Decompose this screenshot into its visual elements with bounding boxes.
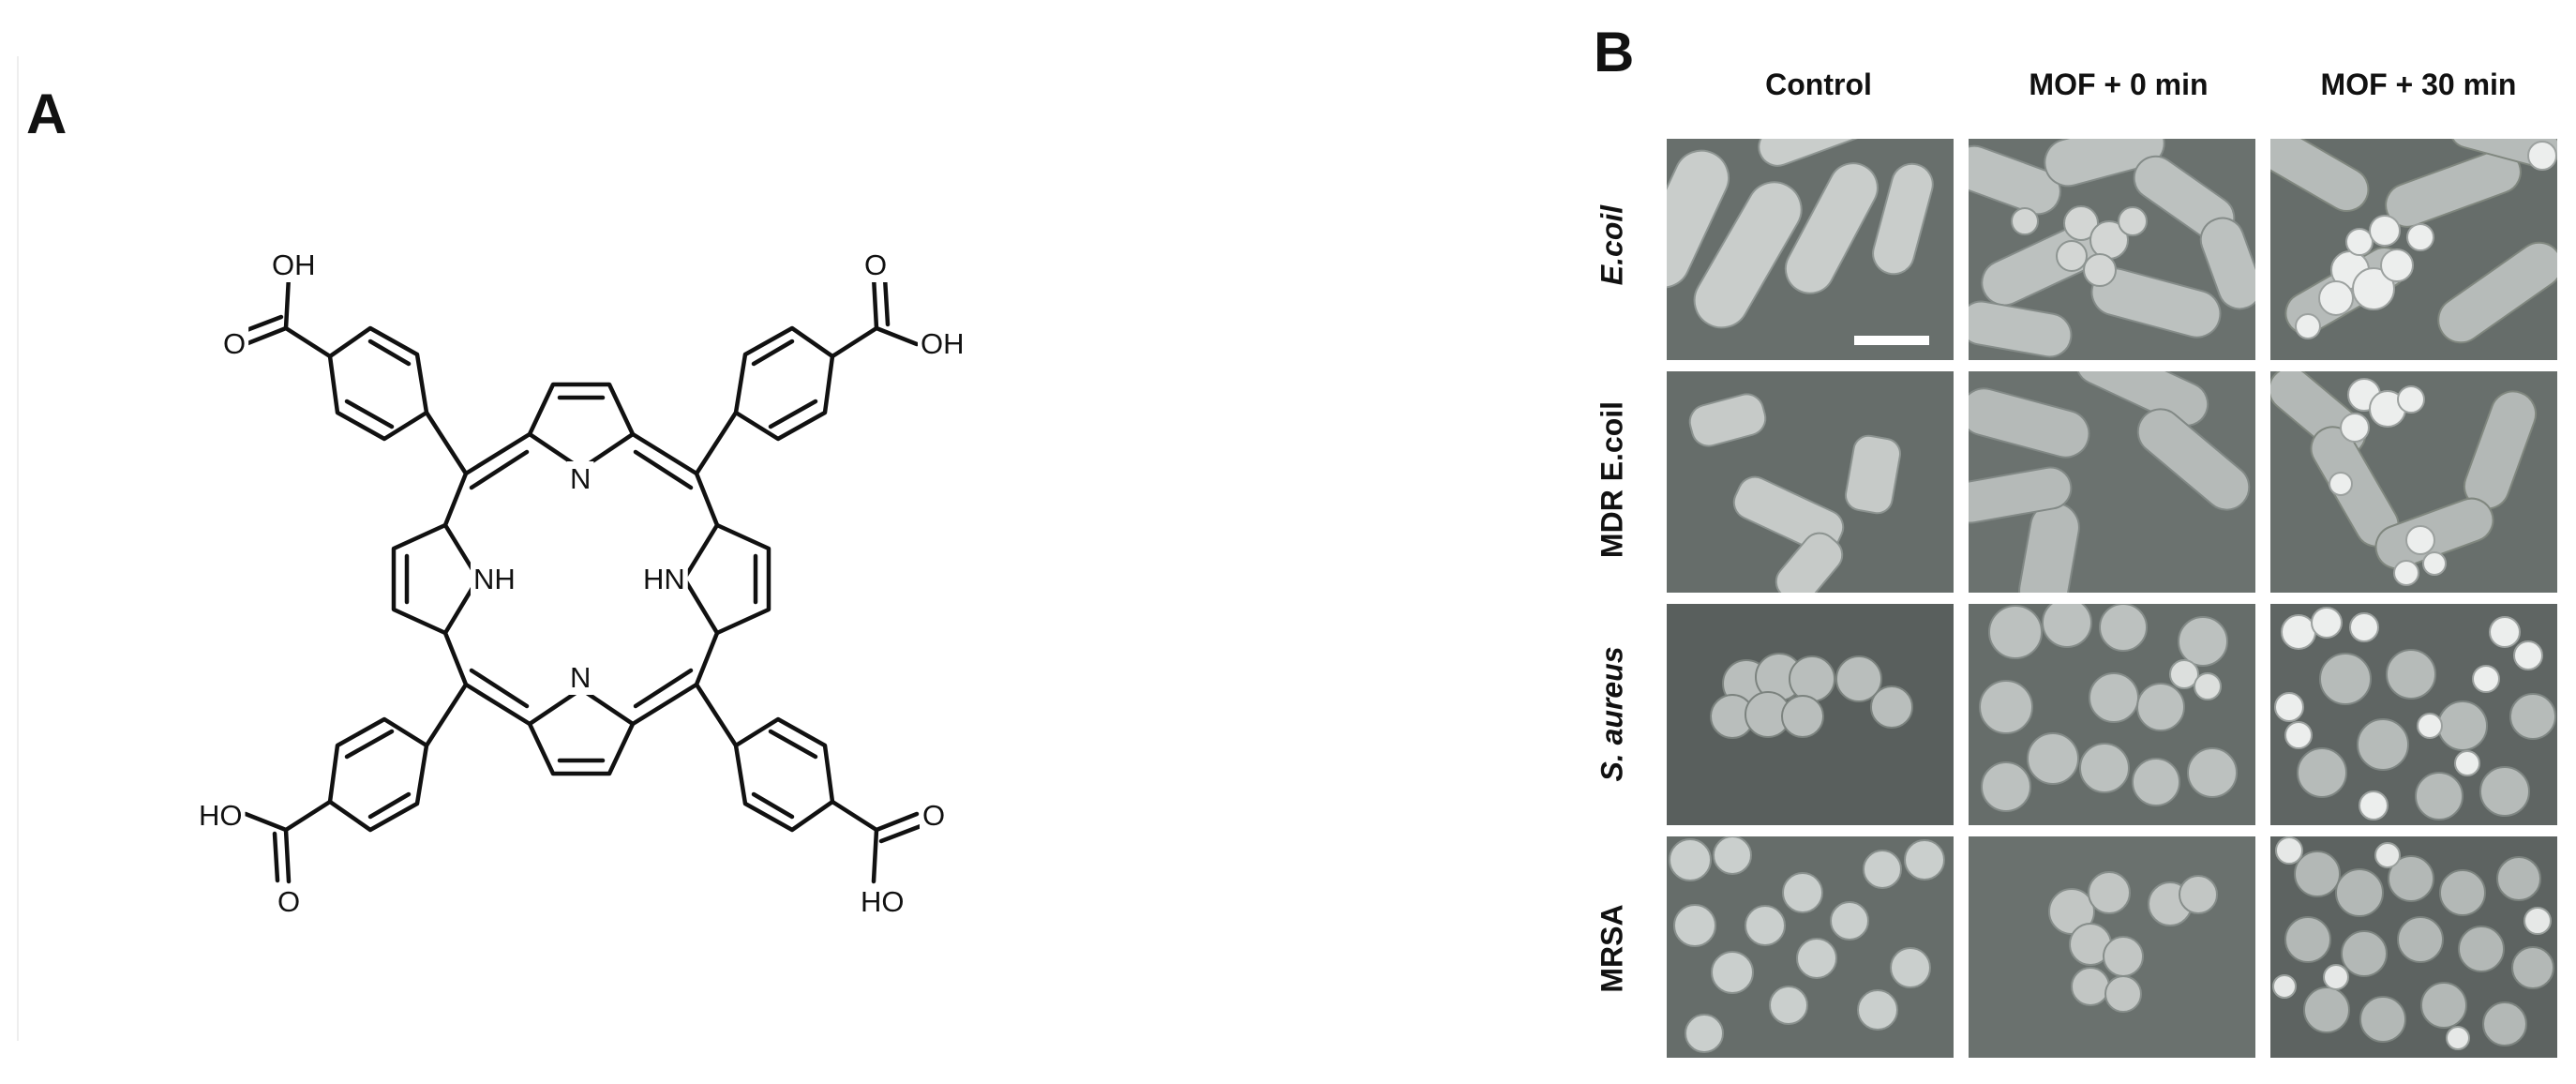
atom-ho-bottom-left: HO bbox=[199, 799, 243, 832]
atom-oh-top-right: OH bbox=[921, 327, 965, 360]
tcpp-structure: N NH HN N OH O O OH HO O O HO bbox=[199, 248, 965, 918]
sem-mdr-ecoli-mof-0 bbox=[1969, 371, 2255, 593]
atom-nh-left: NH bbox=[473, 563, 516, 595]
row-label-s-aureus: S. aureus bbox=[1595, 646, 1629, 782]
atom-o-top-right: O bbox=[864, 248, 887, 281]
atom-hn-right: HN bbox=[643, 563, 685, 595]
atom-o-bottom-right: O bbox=[922, 799, 945, 832]
atom-n-top: N bbox=[570, 462, 591, 495]
sem-mrsa-mof-0 bbox=[1969, 836, 2255, 1058]
sem-s-aureus-control bbox=[1667, 604, 1954, 825]
row-label-ecoli: E.coil bbox=[1595, 204, 1629, 286]
sem-ecoli-mof-30 bbox=[2270, 139, 2557, 360]
scale-bar bbox=[1854, 336, 1929, 345]
panel-b-letter: B bbox=[1594, 21, 1635, 83]
sem-s-aureus-mof-0 bbox=[1969, 604, 2255, 825]
atom-o-bottom-left: O bbox=[277, 885, 300, 918]
atom-oh-top-left: OH bbox=[272, 248, 316, 281]
sem-ecoli-mof-0 bbox=[1969, 139, 2255, 360]
sem-ecoli-control bbox=[1667, 139, 1954, 360]
column-header-mof-30: MOF + 30 min bbox=[2320, 68, 2517, 101]
atom-ho-bottom-right: HO bbox=[861, 885, 905, 918]
panel-a-frame-edge bbox=[17, 56, 19, 1041]
sem-mdr-ecoli-mof-30 bbox=[2270, 371, 2557, 593]
bottom-pyrrole-ring bbox=[527, 686, 636, 776]
sem-mrsa-control bbox=[1667, 836, 1954, 1058]
row-label-mrsa: MRSA bbox=[1595, 904, 1629, 993]
column-header-mof-0: MOF + 0 min bbox=[2029, 68, 2209, 101]
column-header-control: Control bbox=[1765, 68, 1872, 101]
right-pyrrole-ring bbox=[681, 522, 771, 636]
sem-mrsa-mof-30 bbox=[2270, 836, 2557, 1058]
atom-o-top-left: O bbox=[223, 327, 246, 360]
atom-n-bottom: N bbox=[570, 661, 591, 694]
panel-a-letter: A bbox=[26, 83, 67, 145]
sem-mdr-ecoli-control bbox=[1667, 371, 1954, 593]
row-label-mdr-ecoli: MDR E.coil bbox=[1595, 400, 1629, 559]
sem-s-aureus-mof-30 bbox=[2270, 604, 2557, 825]
